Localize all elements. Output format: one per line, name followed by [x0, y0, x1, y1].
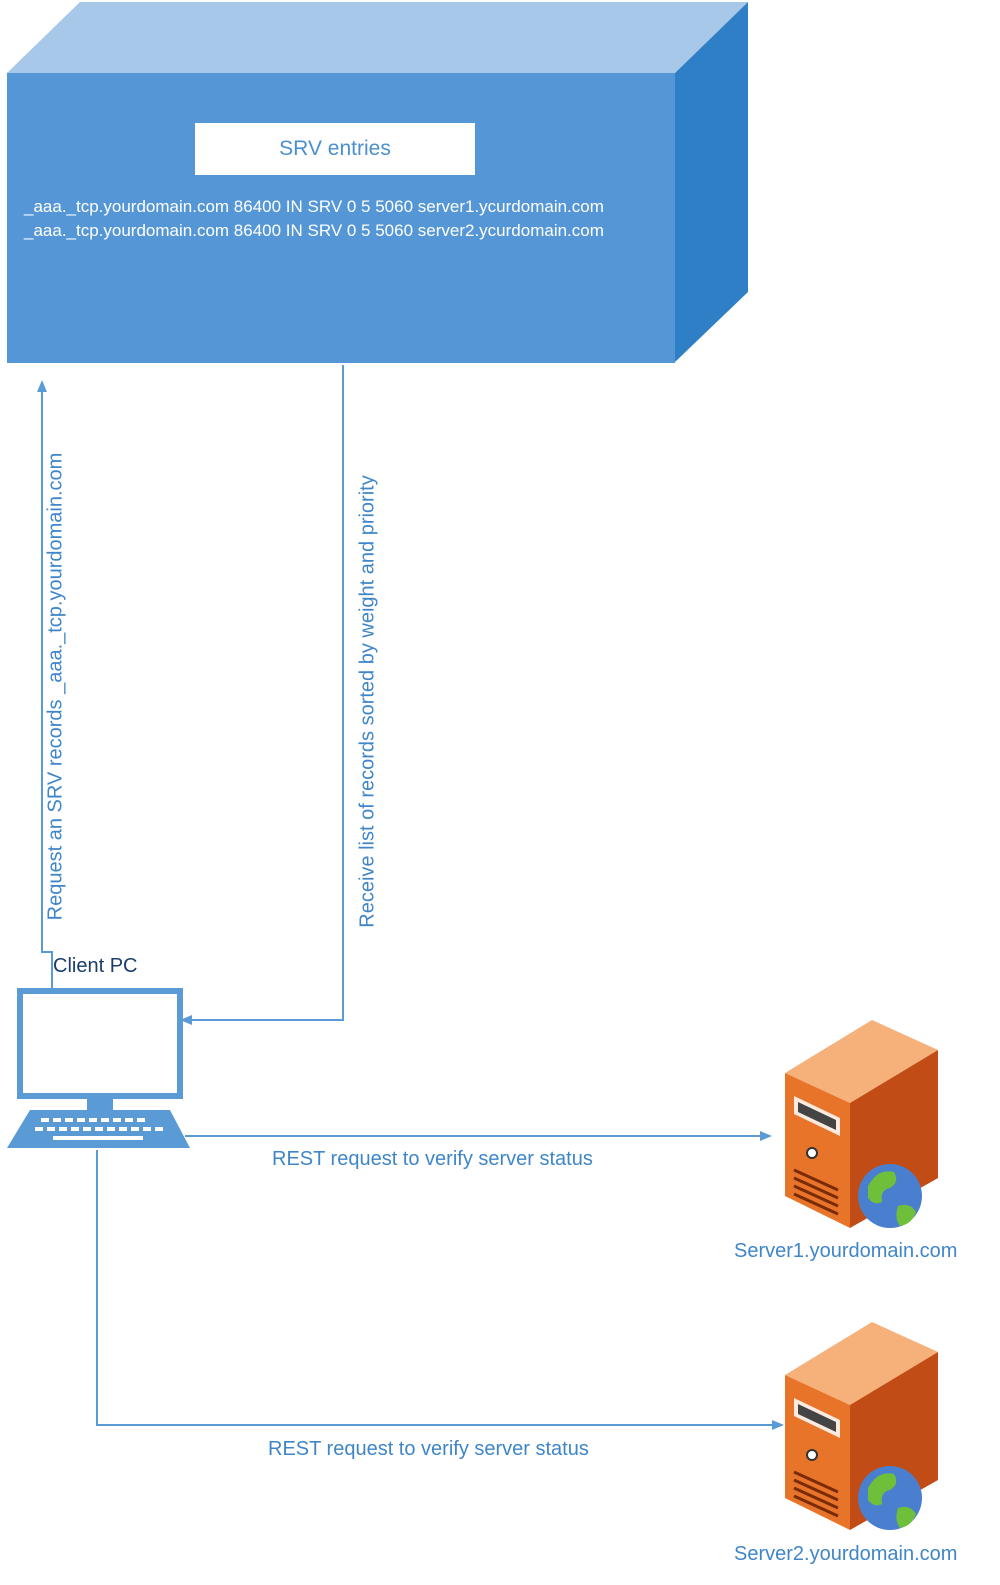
srv-entries-title: SRV entries	[195, 123, 475, 175]
receive-label: Receive list of records sorted by weight…	[356, 475, 379, 928]
client-label: Client PC	[53, 955, 138, 977]
dns-server-box	[7, 2, 748, 363]
srv-entry-1: _aaa._tcp.yourdomain.com 86400 IN SRV 0 …	[24, 197, 604, 216]
rest-label-1: REST request to verify server status	[272, 1148, 593, 1170]
request-arrow	[37, 380, 53, 990]
web-server-icon	[785, 1020, 938, 1228]
srv-entry-2: _aaa._tcp.yourdomain.com 86400 IN SRV 0 …	[24, 221, 604, 240]
request-label: Request an SRV records _aaa._tcp.yourdom…	[44, 452, 67, 921]
rest-arrow-server2	[96, 1150, 784, 1430]
receive-arrow	[180, 365, 344, 1025]
server1-label: Server1.yourdomain.com	[734, 1240, 958, 1262]
web-server-icon	[785, 1322, 938, 1530]
rest-label-2: REST request to verify server status	[268, 1438, 589, 1460]
server2-label: Server2.yourdomain.com	[734, 1543, 958, 1565]
desktop-computer-icon	[7, 988, 190, 1148]
